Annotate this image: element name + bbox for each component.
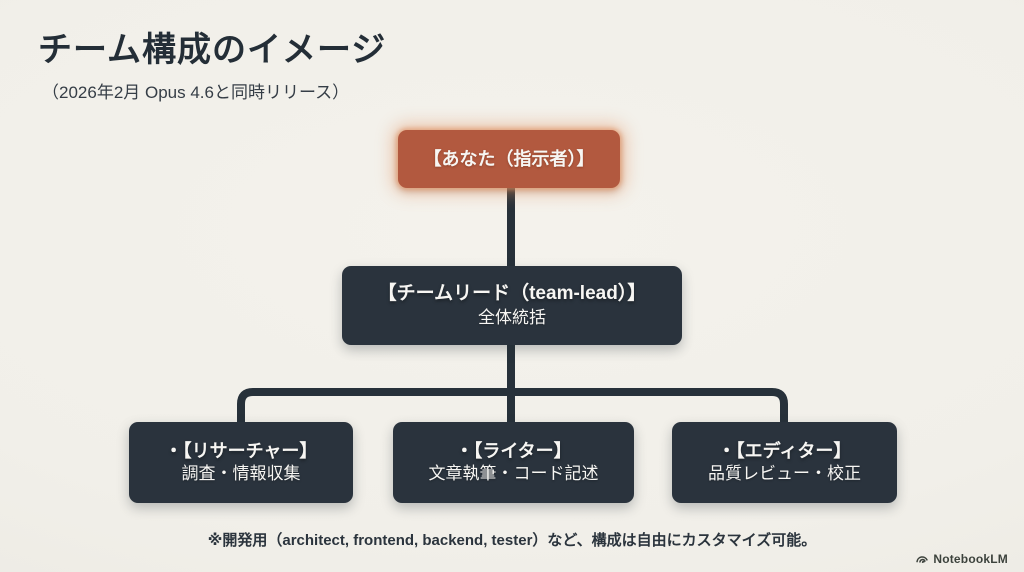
footnote: ※開発用（architect, frontend, backend, teste…	[207, 532, 817, 549]
org-node-instructor-label: 【あなた（指示者）】	[423, 148, 595, 169]
org-node-editor: ・【エディター】 品質レビュー・校正	[672, 422, 897, 503]
org-node-researcher-title: ・【リサーチャー】	[164, 440, 318, 461]
org-node-writer-role: 文章執筆・コード記述	[428, 464, 599, 484]
page-title: チーム構成のイメージ	[38, 31, 387, 69]
watermark-label: NotebookLM	[933, 552, 1008, 566]
page-subtitle: （2026年2月 Opus 4.6と同時リリース）	[42, 83, 350, 102]
connector-branch	[237, 388, 788, 424]
org-node-team-lead-title: 【チームリード（team-lead）】	[377, 283, 647, 305]
org-node-writer-title: ・【ライター】	[455, 440, 572, 461]
notebooklm-logo-icon	[915, 552, 929, 566]
org-node-instructor: 【あなた（指示者）】	[398, 130, 620, 188]
org-node-researcher-role: 調査・情報収集	[181, 464, 301, 484]
org-node-team-lead: 【チームリード（team-lead）】 全体統括	[342, 266, 682, 345]
org-node-writer: ・【ライター】 文章執筆・コード記述	[393, 422, 634, 503]
watermark: NotebookLM	[915, 552, 1008, 566]
org-node-editor-title: ・【エディター】	[717, 440, 852, 461]
org-node-team-lead-role: 全体統括	[478, 307, 546, 327]
org-node-researcher: ・【リサーチャー】 調査・情報収集	[129, 422, 353, 503]
org-node-editor-role: 品質レビュー・校正	[708, 464, 861, 484]
